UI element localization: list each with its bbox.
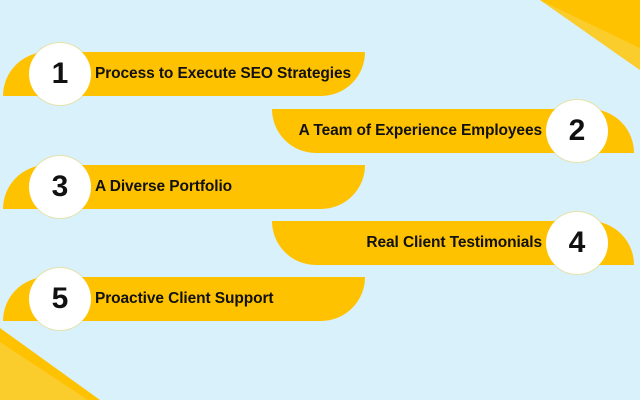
number-badge: 1 [29, 43, 91, 105]
item-label: Real Client Testimonials [366, 234, 542, 251]
item-label: Proactive Client Support [95, 290, 274, 307]
number-badge: 3 [29, 156, 91, 218]
list-item-2: A Team of Experience Employees 2 [272, 100, 634, 162]
list-item-1: 1 Process to Execute SEO Strategies [3, 43, 365, 105]
list-item-4: Real Client Testimonials 4 [272, 212, 634, 274]
item-label: A Diverse Portfolio [95, 178, 233, 195]
corner-decoration-top-right [540, 0, 640, 70]
list-item-5: 5 Proactive Client Support [3, 268, 365, 330]
item-label: Process to Execute SEO Strategies [95, 65, 352, 82]
item-label: A Team of Experience Employees [298, 122, 542, 139]
corner-decoration-bottom-left [0, 328, 100, 400]
number-badge: 4 [546, 212, 608, 274]
number-badge: 5 [29, 268, 91, 330]
list-item-3: 3 A Diverse Portfolio [3, 156, 365, 218]
number-badge: 2 [546, 100, 608, 162]
